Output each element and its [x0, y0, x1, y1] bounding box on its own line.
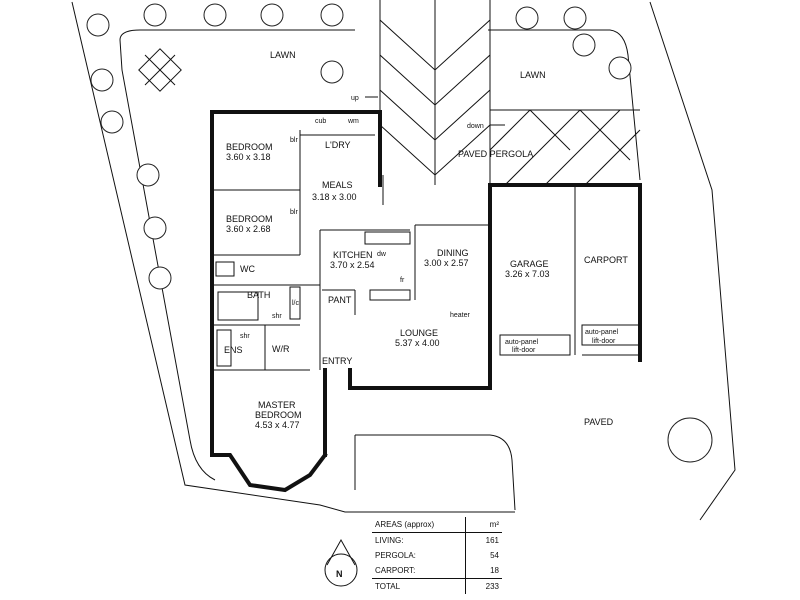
area-value: 18 — [465, 563, 502, 579]
bath-label: BATH — [247, 290, 270, 300]
meals-size: 3.18 x 3.00 — [312, 192, 357, 202]
table-row: CARPORT: 18 — [372, 563, 502, 579]
linen-label: l/c — [292, 300, 300, 307]
total-label: TOTAL — [372, 578, 466, 594]
walk-in-robe-label: W/R — [272, 344, 290, 354]
area-label: CARPORT: — [375, 566, 416, 575]
auto-door-1-label: auto-panel — [505, 339, 539, 346]
pergola-hatch — [489, 109, 641, 186]
shower-ens-label: shr — [240, 333, 250, 340]
bedroom1-size: 3.60 x 3.18 — [226, 152, 271, 162]
area-value: 161 — [465, 532, 502, 548]
ensuite-label: ENS — [224, 345, 243, 355]
auto-door-1b-label: lift-door — [512, 347, 536, 354]
lounge-size: 5.37 x 4.00 — [395, 338, 440, 348]
auto-door-2-label: auto-panel — [585, 329, 619, 336]
table-row: LIVING: 161 — [372, 532, 502, 548]
north-label: N — [336, 569, 343, 579]
garage-size: 3.26 x 7.03 — [505, 269, 550, 279]
fridge-label: fr — [400, 277, 405, 284]
kitchen-name: KITCHEN — [333, 250, 373, 260]
paved-label: PAVED — [584, 417, 614, 427]
area-label: PERGOLA: — [375, 551, 416, 560]
site-boundary — [71, 1, 515, 513]
bedroom2-size: 3.60 x 2.68 — [226, 224, 271, 234]
dining-size: 3.00 x 2.57 — [424, 258, 469, 268]
trees — [86, 3, 713, 463]
lawn-left-label: LAWN — [270, 50, 296, 60]
robe2-label: blr — [290, 209, 298, 216]
pergola-label: PAVED PERGOLA — [458, 149, 533, 159]
bedroom1-name: BEDROOM — [226, 142, 273, 152]
carport-label: CARPORT — [584, 255, 628, 265]
meals-name: MEALS — [322, 180, 353, 190]
shower-bath-label: shr — [272, 313, 282, 320]
dining-name: DINING — [437, 248, 469, 258]
pantry-label: PANT — [328, 295, 352, 305]
driveway — [379, 0, 491, 185]
cub-label: cub — [315, 118, 326, 125]
stair-arrows — [365, 96, 505, 205]
area-label: LIVING: — [375, 536, 404, 545]
gazebo-icon — [138, 48, 182, 92]
path-curve-left — [119, 29, 355, 481]
areas-title: AREAS (approx) — [372, 517, 466, 533]
path-curve-right — [488, 29, 641, 181]
table-row: PERGOLA: 54 — [372, 548, 502, 563]
lawn-right-label: LAWN — [520, 70, 546, 80]
robe1-label: blr — [290, 137, 298, 144]
path-front — [354, 434, 516, 511]
house-walls — [210, 110, 642, 493]
garage-name: GARAGE — [510, 259, 549, 269]
north-compass-icon — [324, 538, 358, 587]
down-label: down — [467, 123, 484, 130]
area-value: 54 — [465, 548, 502, 563]
laundry-label: L'DRY — [325, 140, 351, 150]
lounge-name: LOUNGE — [400, 328, 438, 338]
master-name: MASTER — [258, 400, 296, 410]
wc-label: WC — [240, 264, 255, 274]
areas-unit: m² — [465, 517, 502, 533]
bedroom2-name: BEDROOM — [226, 214, 273, 224]
wm-label: wm — [347, 118, 359, 125]
site-boundary-right — [649, 1, 736, 521]
auto-door-2b-label: lift-door — [592, 338, 616, 345]
total-value: 233 — [465, 578, 502, 594]
up-label: up — [351, 95, 359, 102]
entry-label: ENTRY — [322, 356, 352, 366]
master-name2: BEDROOM — [255, 410, 302, 420]
total-row: TOTAL 233 — [372, 578, 502, 594]
kitchen-size: 3.70 x 2.54 — [330, 260, 375, 270]
master-size: 4.53 x 4.77 — [255, 420, 300, 430]
heater-label: heater — [450, 312, 471, 319]
dw-label: dw — [377, 251, 387, 258]
areas-table: AREAS (approx) m² LIVING: 161 PERGOLA: 5… — [372, 517, 502, 594]
